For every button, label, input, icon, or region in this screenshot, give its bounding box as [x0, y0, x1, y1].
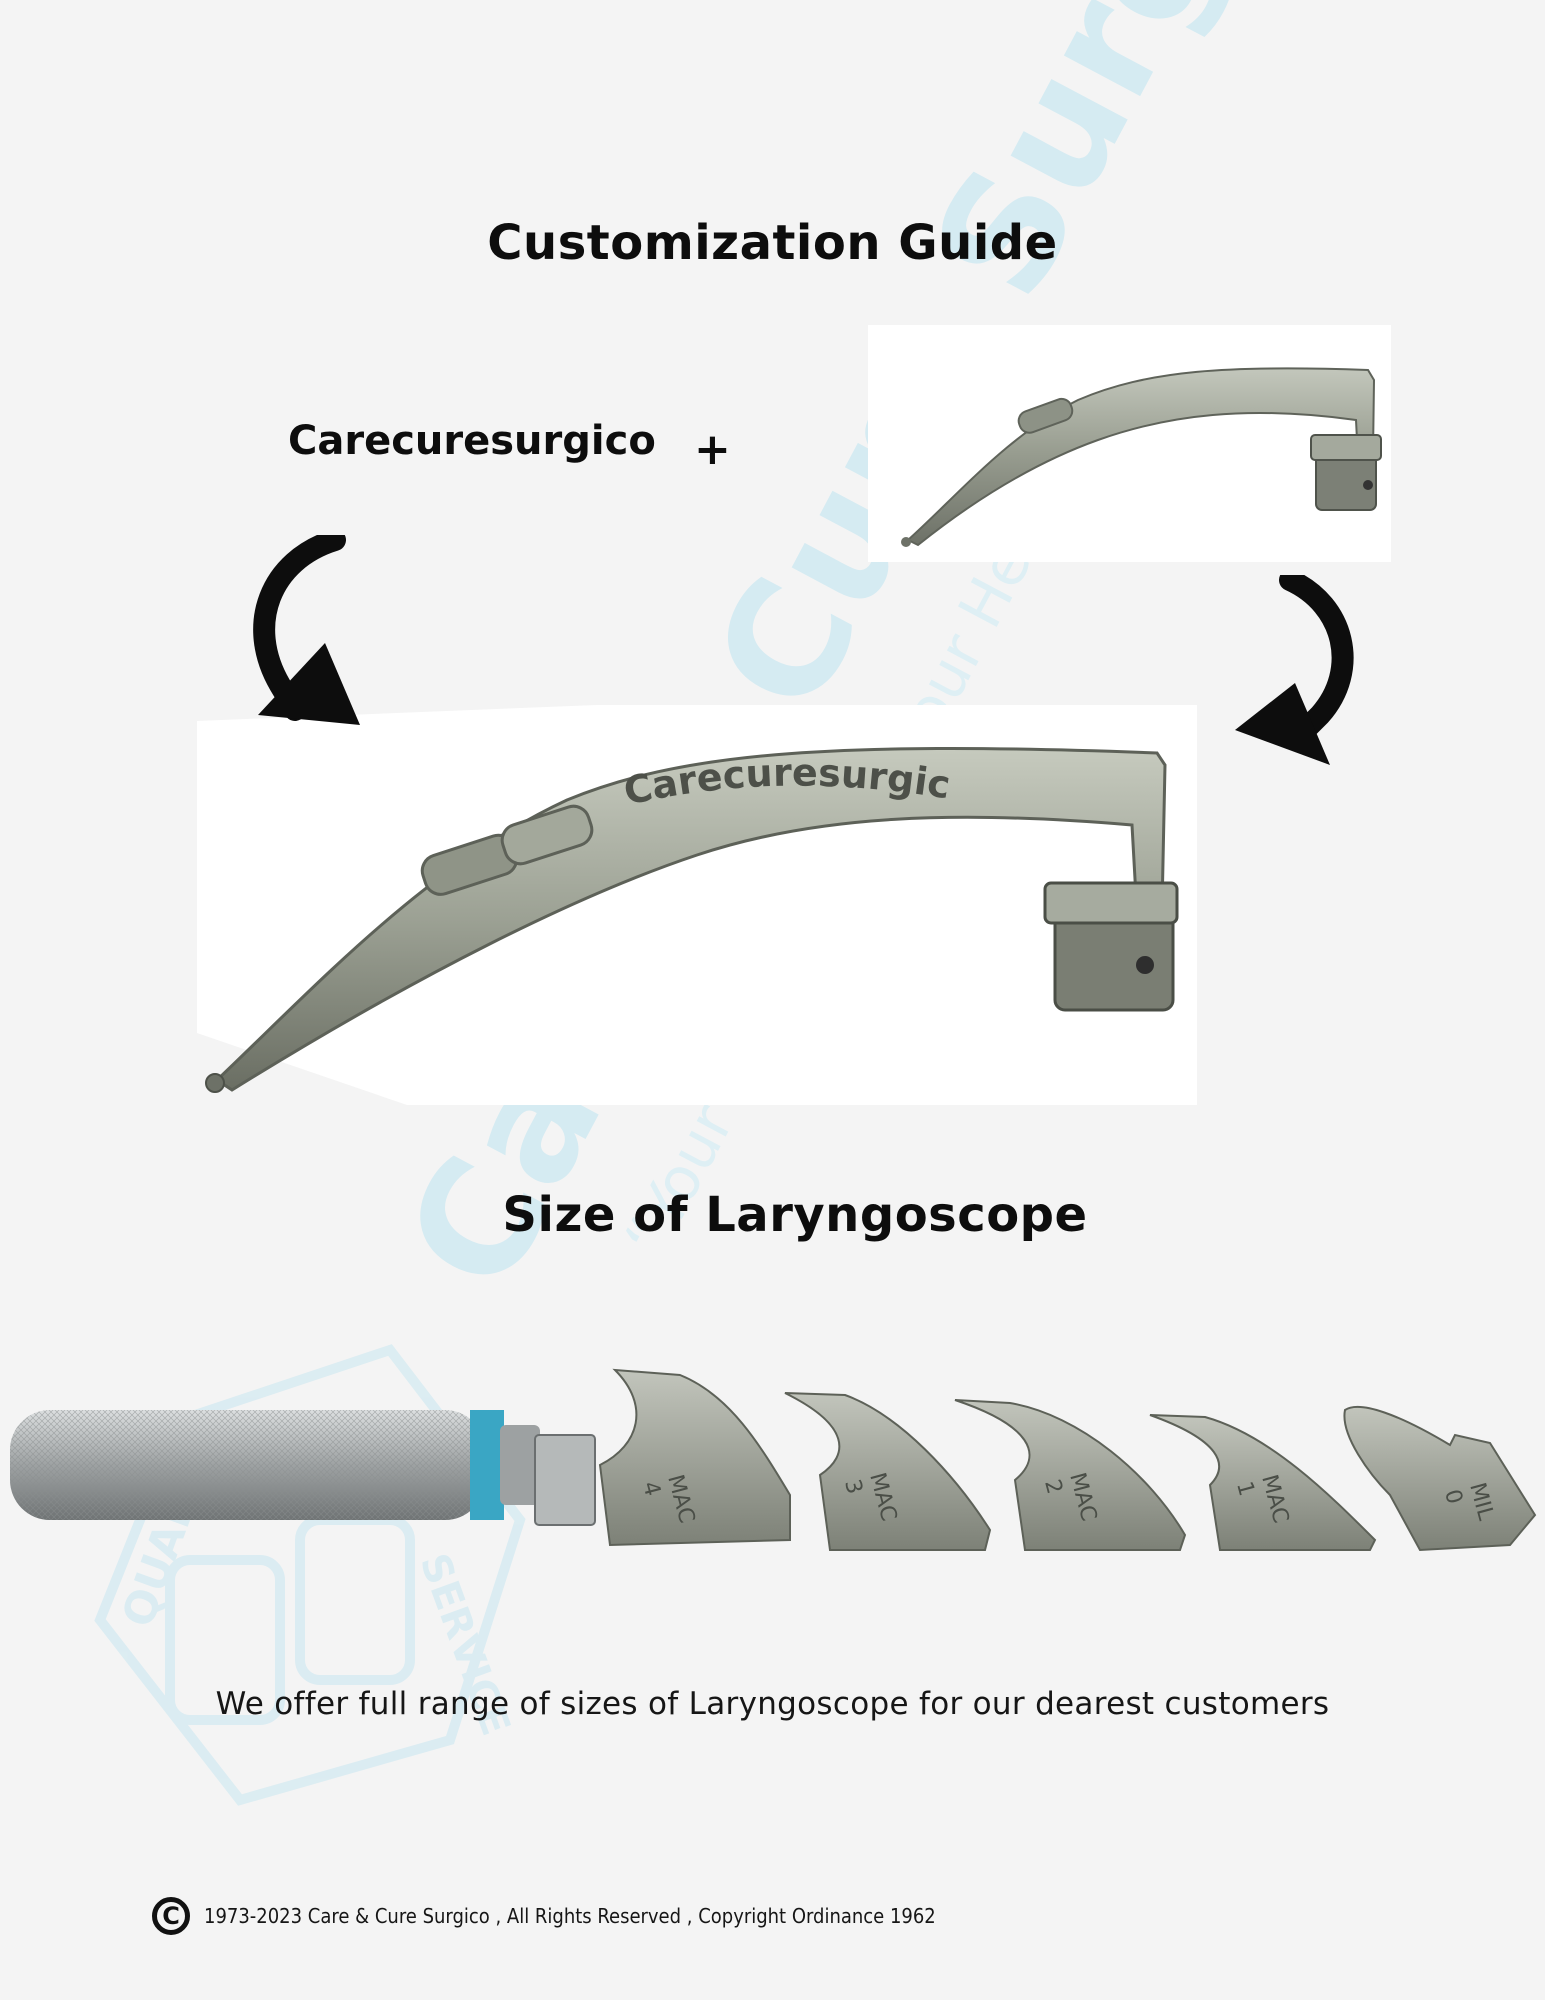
laryngoscope-set-image: MAC 4 MAC 3 MAC 2 MAC 1 MIL 0 — [10, 1368, 1537, 1552]
blade-size-label: 0 — [1439, 1487, 1467, 1507]
curved-arrow-right-icon — [1235, 575, 1354, 765]
blade-mil-0: MIL 0 — [1343, 1405, 1537, 1552]
blade-size-label: 1 — [1231, 1479, 1259, 1499]
laryngoscope-handle — [10, 1410, 596, 1526]
blade-size-label: 2 — [1039, 1477, 1067, 1497]
blade-photo-panel-small — [868, 325, 1391, 562]
blade-mac-1: MAC 1 — [1149, 1414, 1377, 1551]
blade-mac-2: MAC 2 — [954, 1399, 1187, 1551]
blade-size-label: 3 — [839, 1477, 867, 1497]
curved-arrow-left-icon — [253, 535, 360, 725]
watermark-brand: Care & Cure Surgico — [371, 0, 1377, 1318]
plus-sign: + — [694, 424, 731, 475]
laryngoscope-blade-image-customized: Carecuresurgico — [197, 705, 1179, 1093]
laryngoscope-blade-image-small — [901, 367, 1382, 547]
blade-mac-3: MAC 3 — [784, 1392, 992, 1551]
copyright-icon: C — [152, 1897, 190, 1935]
footer: C 1973-2023 Care & Cure Surgico , All Ri… — [152, 1891, 936, 1941]
blade-mac-4: MAC 4 — [598, 1368, 791, 1547]
blade-size-label: 4 — [637, 1479, 665, 1499]
brand-text-label: Carecuresurgico — [288, 418, 656, 464]
footer-text: 1973-2023 Care & Cure Surgico , All Righ… — [204, 1904, 936, 1928]
tagline-text: We offer full range of sizes of Laryngos… — [215, 1686, 1330, 1722]
page-title: Customization Guide — [487, 215, 1058, 271]
section-title: Size of Laryngoscope — [502, 1187, 1088, 1243]
